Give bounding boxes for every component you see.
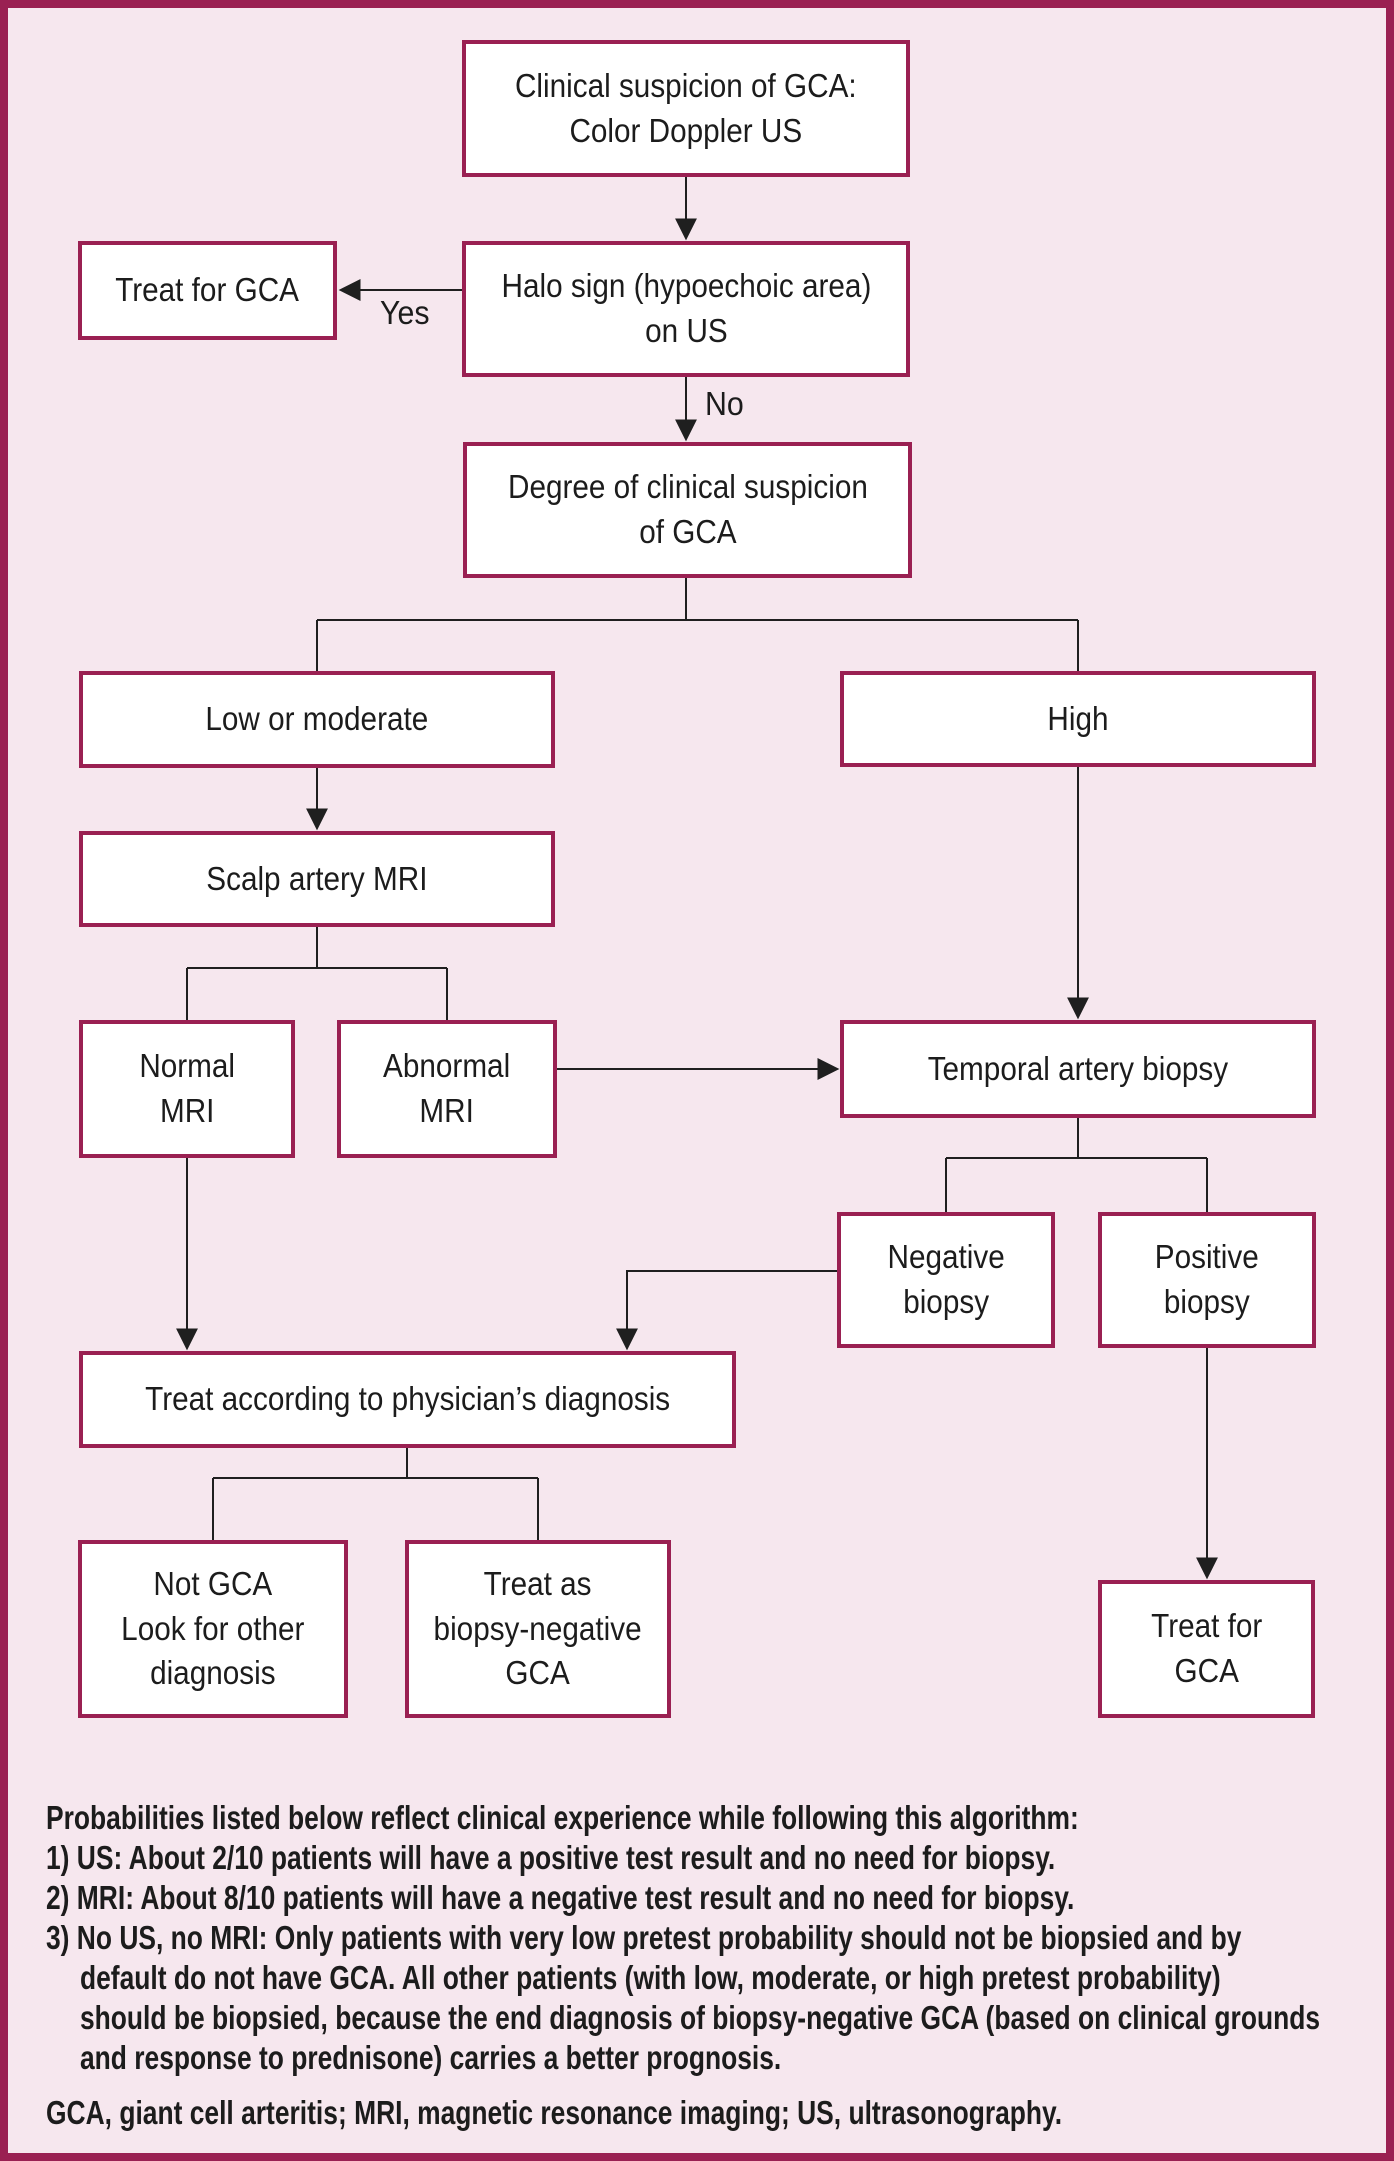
node-halo-sign: Halo sign (hypoechoic area) on US (462, 241, 910, 377)
node-treat-according-diagnosis-label: Treat according to physician’s diagnosis (144, 1380, 670, 1418)
node-clinical-suspicion-label: Clinical suspicion of GCA: Color Doppler… (515, 66, 857, 149)
node-positive-biopsy-label: Positive biopsy (1154, 1238, 1260, 1320)
node-halo-sign-label: Halo sign (hypoechoic area) on US (501, 267, 871, 349)
edge-label-yes: Yes (380, 294, 430, 331)
footnote-item-3: 3) No US, no MRI: Only patients with ver… (46, 1919, 1242, 1956)
node-not-gca-label: Not GCA Look for other diagnosis (121, 1564, 305, 1692)
node-treat-for-gca-top-label: Treat for GCA (115, 271, 300, 309)
edge-scalp-branch (186, 927, 448, 1020)
footnote-item-1: 1) US: About 2/10 patients will have a p… (46, 1839, 1056, 1876)
footnote-item-2: 2) MRI: About 8/10 patients will have a … (46, 1879, 1075, 1916)
node-high-label: High (1047, 699, 1109, 737)
node-treat-biopsy-negative: Treat as biopsy-negative GCA (405, 1540, 671, 1718)
node-not-gca: Not GCA Look for other diagnosis (78, 1540, 348, 1718)
abbreviation-key: GCA, giant cell arteritis; MRI, magnetic… (46, 2094, 1063, 2131)
node-clinical-suspicion: Clinical suspicion of GCA: Color Doppler… (462, 40, 910, 177)
edge-negative-treataccording (616, 1270, 837, 1351)
node-positive-biopsy: Positive biopsy (1098, 1212, 1316, 1348)
footnote-intro: Probabilities listed below reflect clini… (46, 1799, 1079, 1836)
node-temporal-artery-biopsy-label: Temporal artery biopsy (927, 1049, 1229, 1087)
edge-treataccording-branch (212, 1448, 539, 1540)
node-normal-mri: Normal MRI (79, 1020, 295, 1158)
footnote-item-3-cont: default do not have GCA. All other patie… (80, 1959, 1221, 1996)
node-treat-according-diagnosis: Treat according to physician’s diagnosis (79, 1351, 736, 1448)
node-negative-biopsy-label: Negative biopsy (887, 1238, 1005, 1320)
node-abnormal-mri: Abnormal MRI (337, 1020, 557, 1158)
node-low-or-moderate: Low or moderate (79, 671, 555, 768)
node-treat-for-gca-top: Treat for GCA (78, 241, 337, 340)
node-temporal-artery-biopsy: Temporal artery biopsy (840, 1020, 1316, 1118)
edge-temporal-branch (945, 1118, 1208, 1212)
node-negative-biopsy: Negative biopsy (837, 1212, 1055, 1348)
node-degree-of-suspicion-label: Degree of clinical suspicion of GCA (507, 468, 868, 550)
node-treat-for-gca-bottom-label: Treat for GCA (1150, 1607, 1263, 1689)
node-degree-of-suspicion: Degree of clinical suspicion of GCA (463, 442, 912, 578)
node-treat-for-gca-bottom: Treat for GCA (1098, 1580, 1315, 1718)
node-high: High (840, 671, 1316, 767)
node-abnormal-mri-label: Abnormal MRI (383, 1047, 511, 1129)
node-low-or-moderate-label: Low or moderate (205, 700, 429, 738)
node-normal-mri-label: Normal MRI (139, 1047, 235, 1129)
footnote-item-3-cont: should be biopsied, because the end diag… (80, 1999, 1321, 2036)
edge-label-no: No (705, 385, 744, 422)
node-scalp-artery-mri: Scalp artery MRI (79, 831, 555, 927)
node-scalp-artery-mri-label: Scalp artery MRI (206, 859, 428, 897)
edge-degree-branch (316, 578, 1079, 671)
footnote-item-3-cont: and response to prednisone) carries a be… (80, 2039, 782, 2076)
node-treat-biopsy-negative-label: Treat as biopsy-negative GCA (433, 1564, 643, 1692)
footnotes: Probabilities listed below reflect clini… (46, 1798, 1386, 2133)
